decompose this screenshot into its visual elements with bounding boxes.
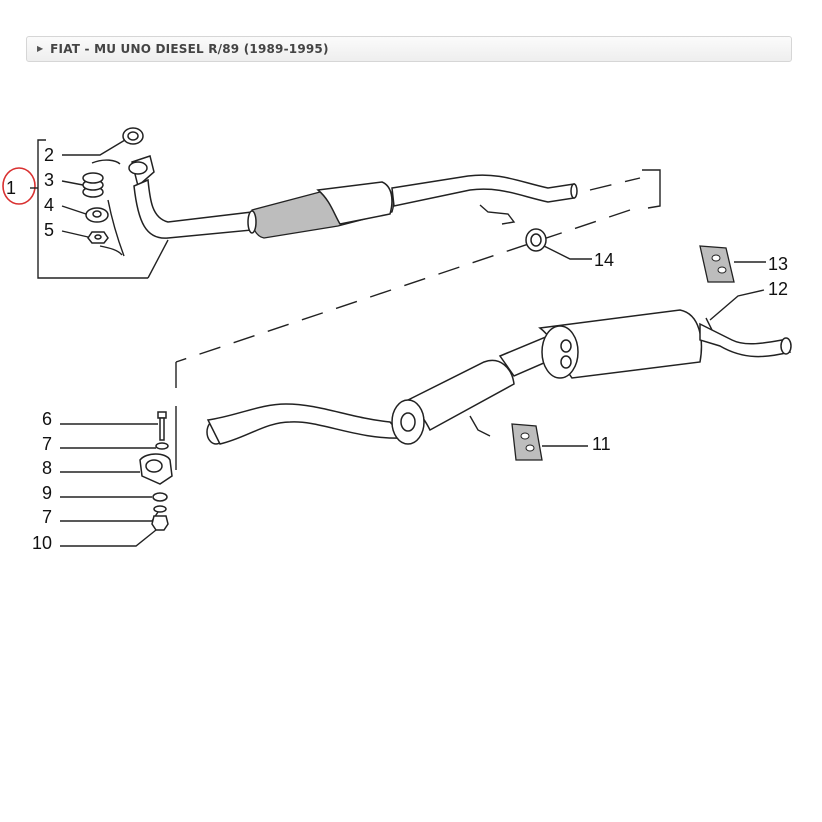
part-5-nut <box>61 230 109 244</box>
rear-exhaust-section <box>206 289 792 445</box>
callout-13: 13 <box>768 254 788 274</box>
group-bracket <box>37 139 148 279</box>
callout-8: 8 <box>42 458 52 478</box>
callout-14: 14 <box>594 250 614 270</box>
callout-3: 3 <box>44 170 54 190</box>
callout-2: 2 <box>44 145 54 165</box>
part-4-washer <box>61 205 109 223</box>
callout-1-highlight <box>2 167 36 205</box>
part-7-washer-b <box>60 505 167 522</box>
part-11-mount <box>511 423 588 461</box>
part-10-nut <box>60 515 169 547</box>
part-6-bolt <box>60 411 167 441</box>
callout-11: 11 <box>592 434 611 454</box>
callout-7a: 7 <box>42 434 52 454</box>
dashed-connector-diagonal <box>175 209 631 363</box>
triangle-right-icon: ▶ <box>37 44 44 53</box>
dashed-connector-upper <box>589 177 641 191</box>
callout-1: 1 <box>6 178 16 198</box>
part-3-spring <box>61 172 104 198</box>
stud-lines <box>91 159 125 257</box>
part-2-gasket <box>62 127 144 156</box>
part-9-washer <box>60 492 168 502</box>
callout-4: 4 <box>44 195 54 215</box>
callout-9: 9 <box>42 483 52 503</box>
breadcrumb[interactable]: ▶ FIAT - MU UNO DIESEL R/89 (1989-1995) <box>26 36 792 62</box>
part-8-clamp <box>60 453 173 485</box>
bracket-upper <box>642 169 661 209</box>
callout-7b: 7 <box>42 507 52 527</box>
part-7-washer-a <box>60 442 169 450</box>
breadcrumb-label: FIAT - MU UNO DIESEL R/89 (1989-1995) <box>50 42 329 56</box>
part-1-front-pipe <box>128 155 578 279</box>
callout-5: 5 <box>44 220 54 240</box>
part-13-mount <box>699 245 766 283</box>
callout-10: 10 <box>32 533 52 553</box>
callout-12: 12 <box>768 279 788 299</box>
part-14-gasket <box>525 228 592 260</box>
callout-6: 6 <box>42 409 52 429</box>
